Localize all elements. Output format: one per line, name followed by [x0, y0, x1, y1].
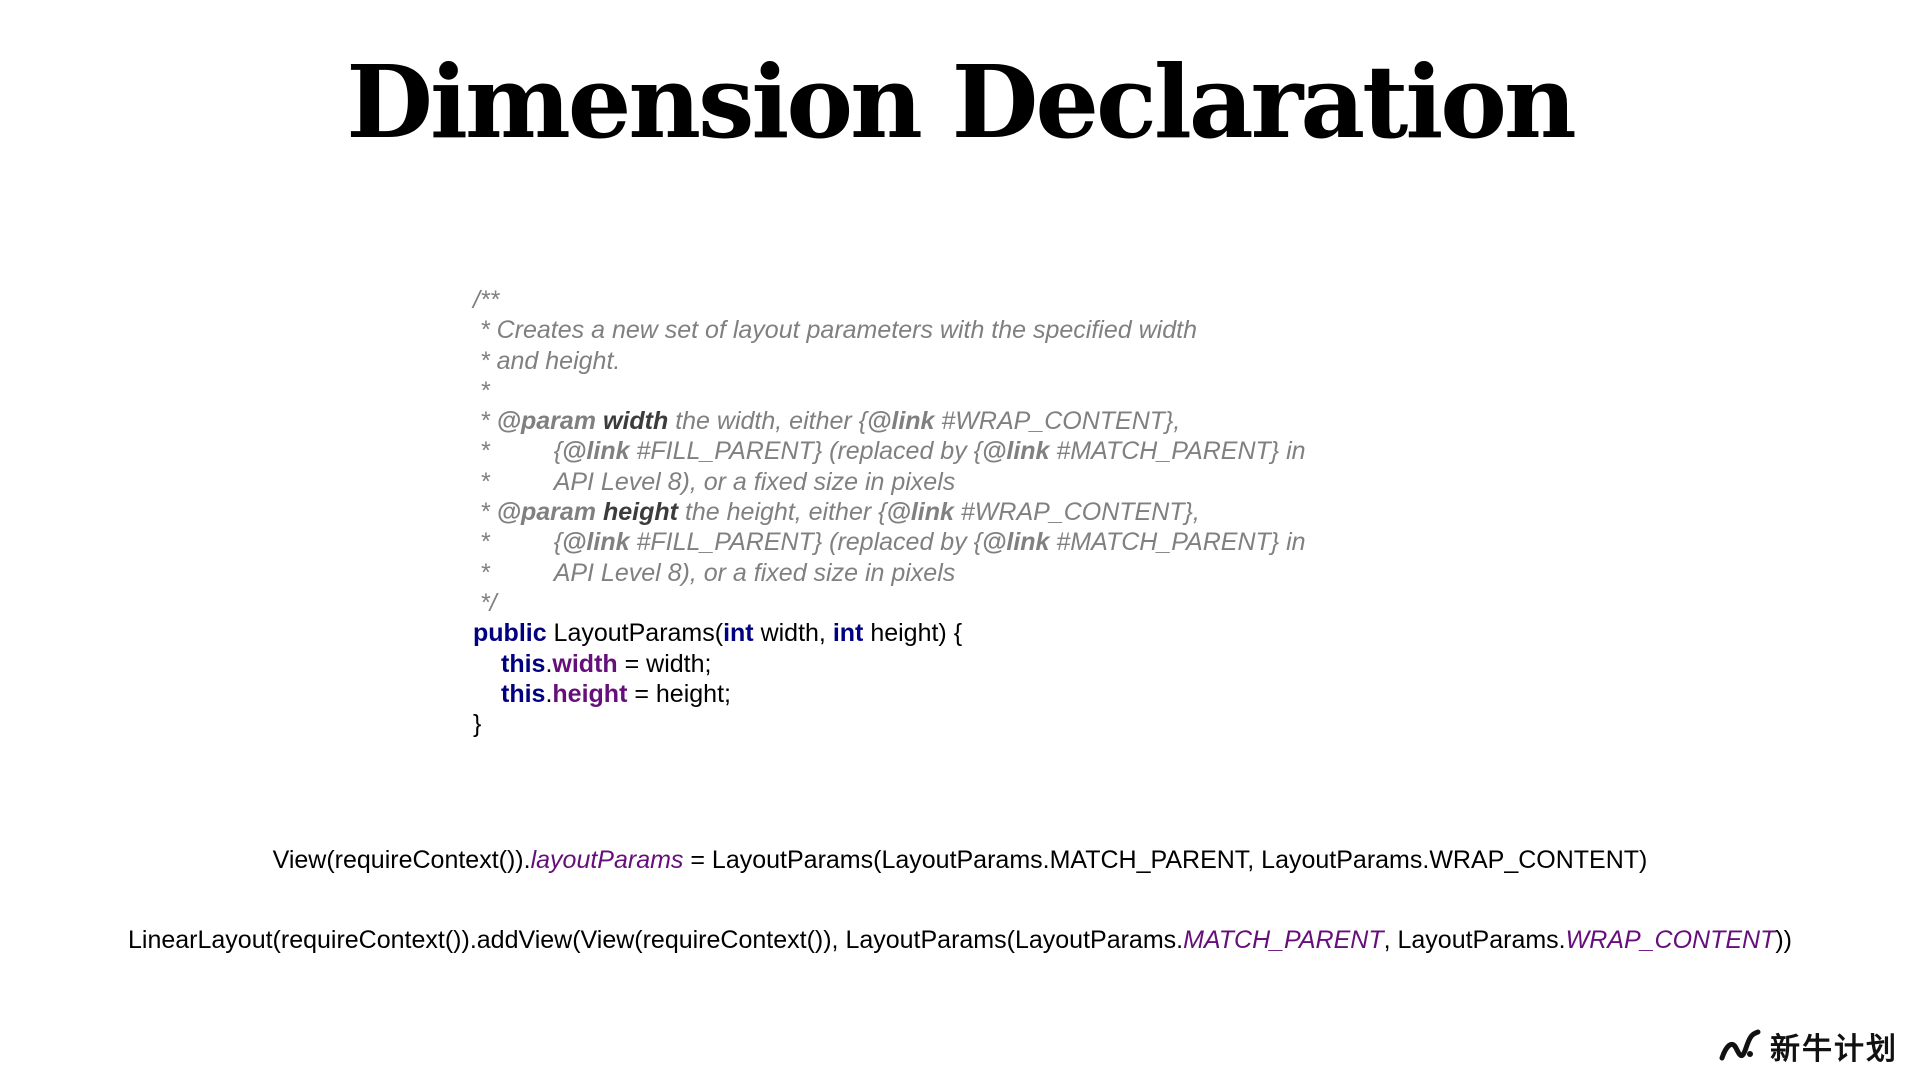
javadoc-tag: @link — [867, 407, 935, 436]
code-text: , LayoutParams. — [1383, 926, 1566, 954]
javadoc-tag: @link — [562, 528, 630, 557]
code-line: *{@link #FILL_PARENT} (replaced by {@lin… — [473, 436, 1306, 466]
code-line: * @param width the width, either {@link … — [473, 406, 1306, 436]
usage-example-layout-params: View(requireContext()).layoutParams = La… — [0, 846, 1920, 875]
constant-name: WRAP_CONTENT — [1565, 926, 1776, 954]
code-line: * API Level 8), or a fixed size in pixels — [473, 467, 1306, 497]
comment-text: { — [553, 437, 563, 466]
code-line: * — [473, 376, 1306, 406]
comment-text: #FILL_PARENT} (replaced by { — [629, 528, 982, 557]
code-text: . — [545, 679, 553, 708]
code-line: public LayoutParams(int width, int heigh… — [473, 618, 1306, 648]
code-text: width, — [753, 619, 833, 648]
code-snippet: /** * Creates a new set of layout parame… — [473, 285, 1306, 739]
brand-name: 新牛计划 — [1770, 1032, 1898, 1067]
javadoc-tag: @link — [982, 528, 1050, 557]
javadoc-tag: @link — [562, 437, 630, 466]
usage-example-add-view: LinearLayout(requireContext()).addView(V… — [0, 926, 1920, 955]
comment-star: * — [473, 467, 490, 496]
code-text: View(requireContext()). — [272, 846, 531, 874]
comment-text: * — [473, 376, 490, 405]
code-line: /** — [473, 285, 1306, 315]
keyword: int — [723, 619, 754, 648]
javadoc-tag: @link — [982, 437, 1050, 466]
comment-text: the height, either { — [678, 498, 887, 527]
comment-text: API Level 8), or a fixed size in pixels — [553, 467, 956, 496]
code-text: } — [473, 710, 482, 739]
comment-text: * and height. — [473, 346, 621, 375]
comment-text: */ — [473, 588, 497, 617]
comment-text: * Creates a new set of layout parameters… — [473, 316, 1197, 345]
field-name: height — [552, 679, 628, 708]
code-text: LinearLayout(requireContext()).addView(V… — [127, 926, 1184, 954]
comment-text: the width, either { — [668, 407, 867, 436]
comment-text: #WRAP_CONTENT}, — [953, 498, 1200, 527]
comment-text: #MATCH_PARENT} in — [1049, 437, 1306, 466]
param-name: width — [603, 407, 669, 436]
code-text: = width; — [617, 649, 712, 678]
javadoc-tag: @link — [886, 498, 954, 527]
javadoc-tag: @param — [496, 407, 597, 436]
keyword: public — [473, 619, 547, 648]
comment-star: * — [473, 498, 497, 527]
comment-star: * — [473, 528, 490, 557]
javadoc-tag: @param — [496, 498, 597, 527]
code-line: * @param height the height, either {@lin… — [473, 497, 1306, 527]
code-text: )) — [1775, 926, 1793, 954]
comment-star: * — [473, 558, 490, 587]
code-line: } — [473, 709, 1306, 739]
code-line: this.width = width; — [473, 649, 1306, 679]
code-text: = height; — [627, 679, 731, 708]
comment-star: * — [473, 407, 497, 436]
brand-logo-icon — [1719, 1029, 1761, 1061]
keyword: this — [501, 649, 546, 678]
keyword: int — [832, 619, 864, 648]
comment-text: API Level 8), or a fixed size in pixels — [553, 558, 956, 587]
comment-text: #MATCH_PARENT} in — [1049, 528, 1306, 557]
code-text: = LayoutParams(LayoutParams.MATCH_PARENT… — [683, 846, 1648, 874]
code-line: this.height = height; — [473, 679, 1306, 709]
property-name: layoutParams — [530, 846, 684, 874]
comment-text: #WRAP_CONTENT}, — [934, 407, 1181, 436]
code-line: *{@link #FILL_PARENT} (replaced by {@lin… — [473, 527, 1306, 557]
comment-text: /** — [473, 286, 500, 314]
keyword: this — [501, 679, 546, 708]
code-line: * Creates a new set of layout parameters… — [473, 315, 1306, 345]
comment-text: { — [553, 528, 563, 557]
slide-title: Dimension Declaration — [346, 43, 1576, 161]
comment-text: #FILL_PARENT} (replaced by { — [629, 437, 982, 466]
code-text: . — [545, 649, 553, 678]
code-line: * and height. — [473, 346, 1306, 376]
code-line: */ — [473, 588, 1306, 618]
field-name: width — [552, 649, 618, 678]
code-line: * API Level 8), or a fixed size in pixels — [473, 558, 1306, 588]
code-text: LayoutParams( — [546, 619, 724, 648]
constant-name: MATCH_PARENT — [1183, 926, 1384, 954]
code-text: height) { — [863, 619, 963, 648]
brand-watermark: 新牛计划 — [1718, 1024, 1898, 1068]
comment-star: * — [473, 437, 490, 466]
param-name: height — [603, 498, 678, 527]
